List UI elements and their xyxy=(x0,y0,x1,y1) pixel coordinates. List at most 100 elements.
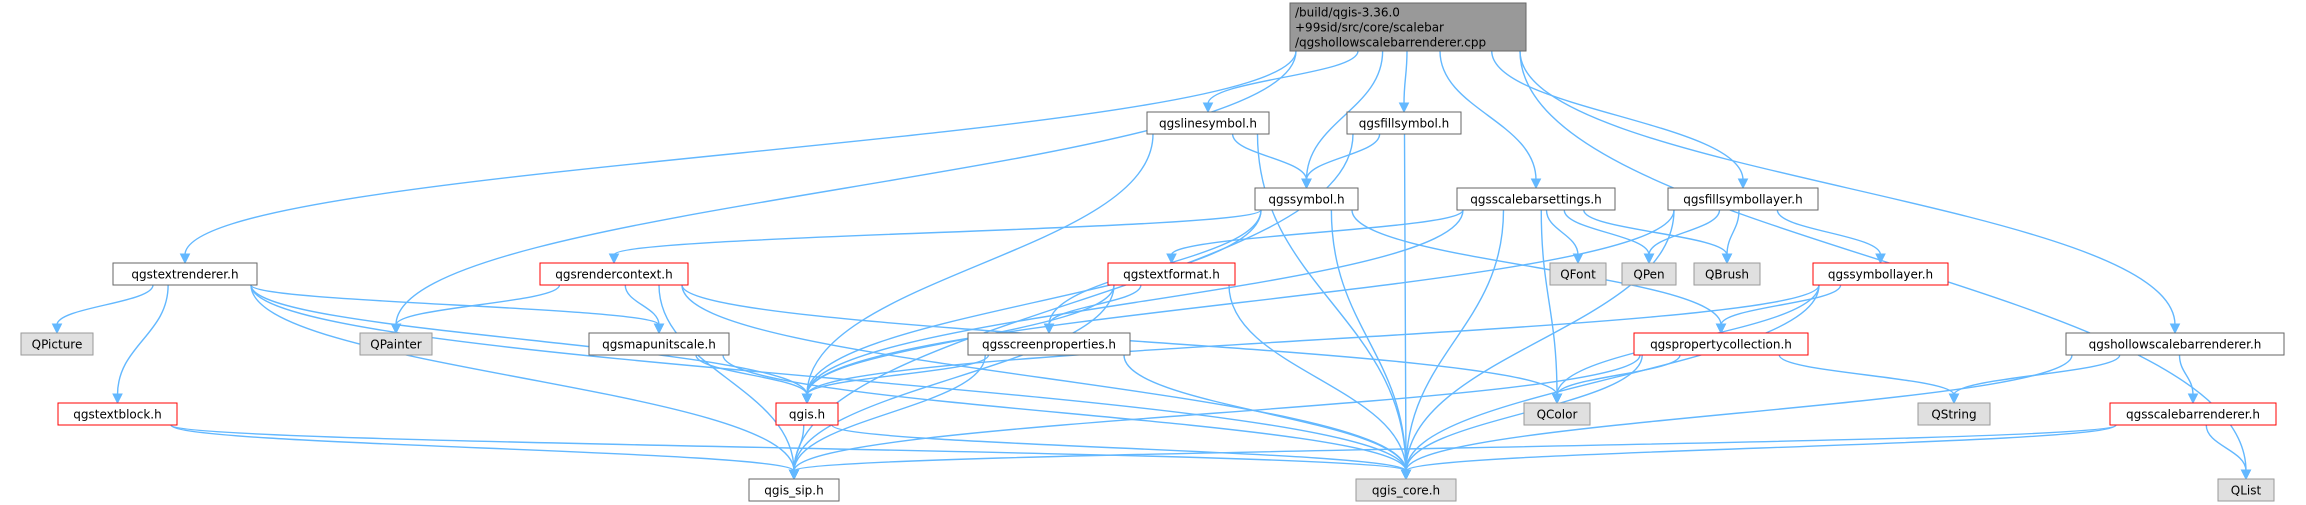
edge-line xyxy=(1207,50,1359,105)
node-label: qgshollowscalebarrenderer.h xyxy=(2089,338,2262,352)
node-qpen[interactable]: QPen xyxy=(1621,262,1677,286)
node-box xyxy=(1523,402,1591,426)
node-label: qgstextrenderer.h xyxy=(131,268,238,282)
node-qgsfillsymbollayer[interactable]: qgsfillsymbollayer.h xyxy=(1667,187,1819,211)
node-root[interactable]: /build/qgis-3.36.0+99sid/src/core/scaleb… xyxy=(1289,2,1527,52)
edge-qgsfillsymbol-to-qgis_core xyxy=(1400,133,1412,481)
node-qgsrendercontext[interactable]: qgsrendercontext.h xyxy=(539,262,689,286)
node-qgsscreenproperties[interactable]: qgsscreenproperties.h xyxy=(967,332,1131,356)
node-box xyxy=(359,332,433,356)
node-qgsfillsymbol[interactable]: qgsfillsymbol.h xyxy=(1346,111,1462,135)
node-qgssymbol[interactable]: qgssymbol.h xyxy=(1254,187,1359,211)
node-qlist[interactable]: QList xyxy=(2217,478,2275,502)
edge-line xyxy=(170,424,795,472)
node-label: qgsscalebarsettings.h xyxy=(1470,193,1602,207)
node-qpicture[interactable]: QPicture xyxy=(20,332,94,356)
node-box xyxy=(2109,402,2277,426)
node-label: qgis_sip.h xyxy=(764,484,823,498)
node-box xyxy=(1355,478,1457,502)
edge-qgssymbollayer-to-qgis_core xyxy=(1400,284,1820,481)
node-qgstextblock[interactable]: qgstextblock.h xyxy=(57,402,178,426)
edge-line xyxy=(806,284,1115,396)
node-layer: /build/qgis-3.36.0+99sid/src/core/scaleb… xyxy=(20,2,2285,502)
edge-arrowhead xyxy=(1202,102,1214,114)
node-qgstextrenderer[interactable]: qgstextrenderer.h xyxy=(112,262,258,286)
node-box xyxy=(1667,187,1819,211)
node-label: qgspropertycollection.h xyxy=(1650,338,1792,352)
edge-line xyxy=(1403,50,1408,105)
node-qpainter[interactable]: QPainter xyxy=(359,332,433,356)
edge-arrowhead xyxy=(1721,253,1733,265)
edge-line xyxy=(806,354,990,396)
node-box xyxy=(539,262,689,286)
node-qgshollowscalebarrenderer[interactable]: qgshollowscalebarrenderer.h xyxy=(2065,332,2285,356)
node-label: qgis_core.h xyxy=(1372,484,1440,498)
edge-qgsfillsymbollayer-to-qgis xyxy=(801,209,1675,405)
edge-arrowhead xyxy=(1551,393,1563,405)
node-qgslinesymbol[interactable]: qgslinesymbol.h xyxy=(1146,111,1270,135)
node-qfont[interactable]: QFont xyxy=(1549,262,1607,286)
edge-qgsscalebarrenderer-to-qgis_sip xyxy=(788,424,2117,481)
edge-line xyxy=(250,284,660,326)
edge-arrowhead xyxy=(1530,178,1542,190)
edge-qgsfillsymbol-to-qgis_sip xyxy=(788,133,1354,481)
edge-line xyxy=(56,284,154,326)
edge-root-to-qgsscalebarsettings xyxy=(1439,50,1542,190)
edge-line xyxy=(613,209,1262,256)
node-qgsmapunitscale[interactable]: qgsmapunitscale.h xyxy=(588,332,730,356)
node-qbrush[interactable]: QBrush xyxy=(1693,262,1761,286)
edge-line xyxy=(1305,50,1384,181)
edge-line xyxy=(1720,284,1842,326)
edge-arrowhead xyxy=(1166,253,1177,265)
node-qgstextformat[interactable]: qgstextformat.h xyxy=(1107,262,1236,286)
node-qgssymbollayer[interactable]: qgssymbollayer.h xyxy=(1812,262,1949,286)
node-label: QBrush xyxy=(1705,268,1749,282)
node-box xyxy=(1289,2,1527,52)
edge-arrowhead xyxy=(179,253,191,265)
edge-line xyxy=(1256,133,1407,472)
edge-line xyxy=(793,133,1354,472)
edge-root-to-qgsfillsymbollayer xyxy=(1491,50,1749,190)
edge-line xyxy=(1228,284,1407,472)
node-qgis-sip[interactable]: qgis_sip.h xyxy=(748,478,840,502)
edge-line xyxy=(695,354,808,396)
edge-qgsscreenproperties-to-qgis xyxy=(801,354,990,405)
node-label: QPicture xyxy=(32,338,83,352)
edge-root-to-qgshollowscalebarrenderer xyxy=(1519,50,2181,335)
edge-line xyxy=(1726,209,1740,256)
node-qgspropertycollection[interactable]: qgspropertycollection.h xyxy=(1633,332,1809,356)
node-box xyxy=(588,332,730,356)
edge-qgsfillsymbollayer-to-qgssymbollayer xyxy=(1776,209,1886,265)
node-qgsscalebarsettings[interactable]: qgsscalebarsettings.h xyxy=(1456,187,1616,211)
edge-line xyxy=(1491,50,1744,181)
node-box xyxy=(1346,111,1462,135)
edge-qgstextblock-to-qgis_sip xyxy=(170,424,800,481)
edge-qgsscalebarsettings-to-qgstextformat xyxy=(1166,209,1464,265)
node-label: qgsfillsymbollayer.h xyxy=(1683,193,1802,207)
edge-line xyxy=(1583,209,1728,256)
edge-arrowhead xyxy=(390,323,402,335)
node-qgis[interactable]: qgis.h xyxy=(775,402,839,426)
edge-line xyxy=(1231,133,1308,181)
edge-line xyxy=(1648,209,1721,256)
node-box xyxy=(1633,332,1809,356)
edge-line xyxy=(1403,133,1407,472)
edge-arrowhead xyxy=(2169,323,2181,335)
edge-qgspropertycollection-to-qstring xyxy=(1778,354,1960,405)
node-qstring[interactable]: QString xyxy=(1917,402,1991,426)
node-qgsscalebarrenderer[interactable]: qgsscalebarrenderer.h xyxy=(2109,402,2277,426)
edge-qgsscalebarsettings-to-qbrush xyxy=(1583,209,1733,265)
edge-arrowhead xyxy=(653,323,665,335)
edge-line xyxy=(1776,209,1882,256)
node-qgis-core[interactable]: qgis_core.h xyxy=(1355,478,1457,502)
edge-line xyxy=(806,284,1820,396)
edge-line xyxy=(722,354,1407,472)
edge-qgshollowscalebarrenderer-to-qstring xyxy=(1948,354,2121,405)
edge-line xyxy=(395,50,1297,326)
edge-arrowhead xyxy=(1043,323,1055,335)
node-label: qgstextformat.h xyxy=(1123,268,1220,282)
edge-qgsfillsymbollayer-to-qbrush xyxy=(1721,209,1740,265)
edge-arrowhead xyxy=(1301,178,1312,190)
node-qcolor[interactable]: QColor xyxy=(1523,402,1591,426)
node-box xyxy=(775,402,839,426)
